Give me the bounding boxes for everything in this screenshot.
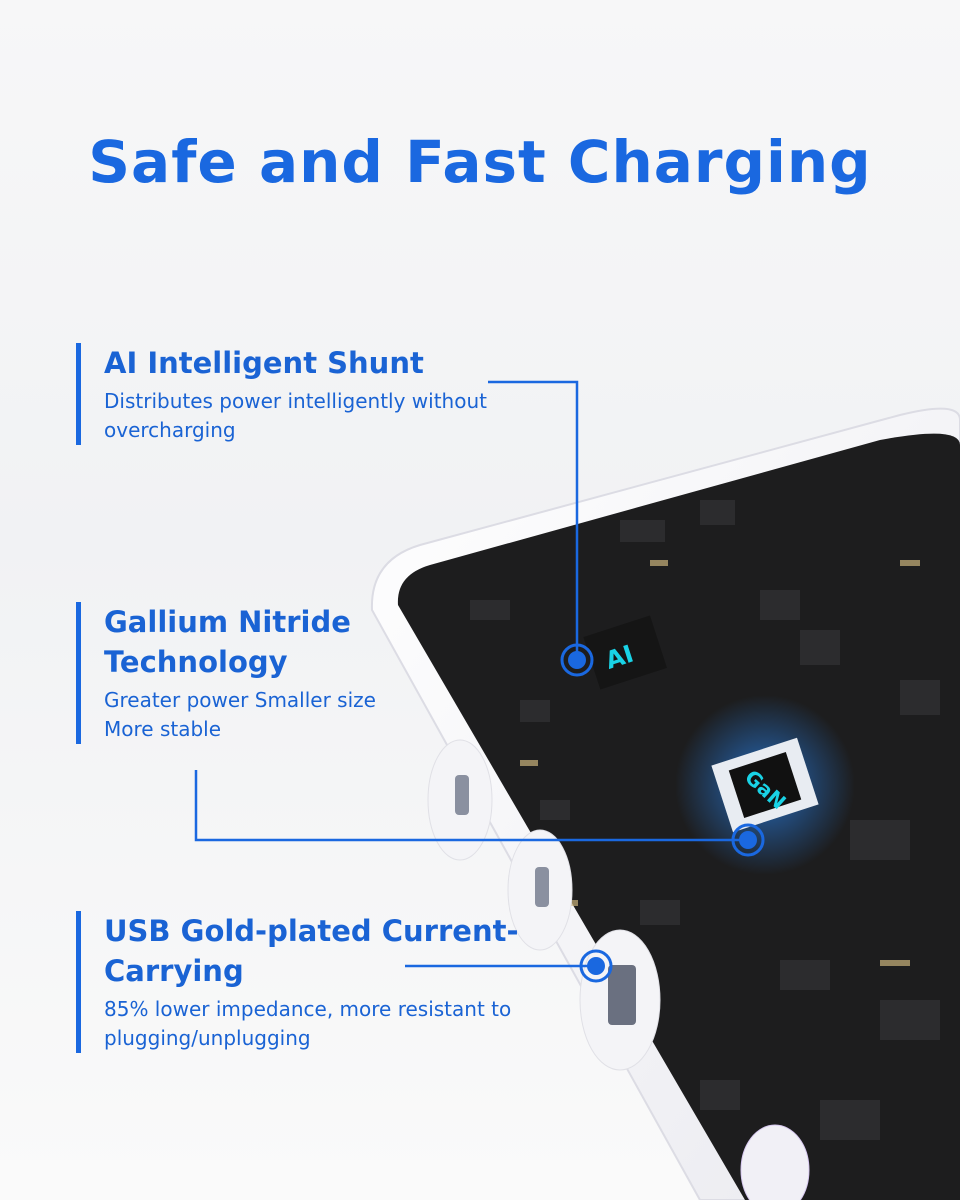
- board-components: [470, 500, 940, 1140]
- connector-ai: [488, 380, 579, 660]
- connector-gan: [194, 770, 748, 842]
- page-title: Safe and Fast Charging: [88, 128, 872, 196]
- feature-description: Distributes power intelligently without …: [104, 389, 487, 442]
- feature-usb-gold-plated: USB Gold-plated Current-Carrying 85% low…: [76, 911, 624, 1053]
- usb-ports: [427, 739, 810, 1200]
- ai-chip: [583, 615, 667, 690]
- feature-heading: Gallium Nitride Technology: [104, 605, 351, 679]
- feature-description: Greater power Smaller size More stable: [104, 688, 376, 741]
- feature-ai-shunt: AI Intelligent Shunt Distributes power i…: [76, 343, 524, 445]
- circuit-board: [397, 433, 960, 1200]
- feature-description: 85% lower impedance, more resistant to p…: [104, 997, 512, 1050]
- marker-dots: [560, 643, 765, 983]
- feature-heading: AI Intelligent Shunt: [104, 346, 424, 380]
- feature-gallium-nitride: Gallium Nitride Technology Greater power…: [76, 602, 404, 744]
- feature-heading: USB Gold-plated Current-Carrying: [104, 914, 519, 988]
